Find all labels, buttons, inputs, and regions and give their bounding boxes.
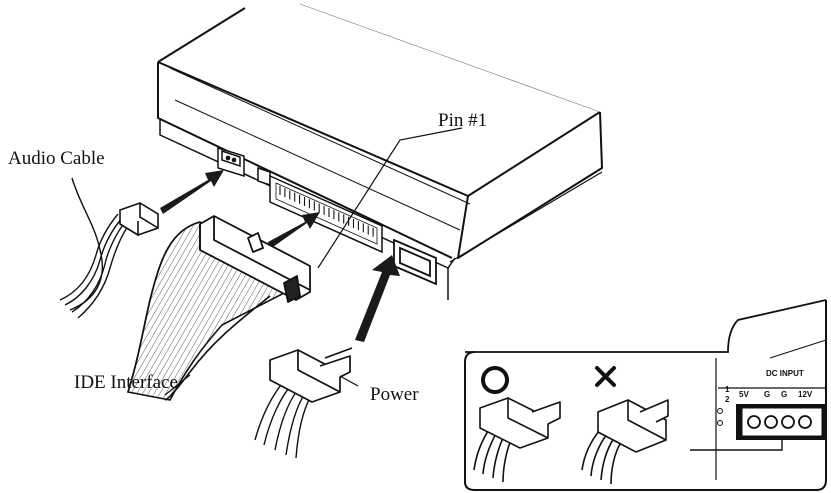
audio-cable-label: Audio Cable <box>8 148 105 169</box>
ide-interface-label: IDE Interface <box>74 372 178 393</box>
audio-port <box>217 146 271 187</box>
pin1-label: Pin #1 <box>438 110 488 131</box>
correct-mark-icon <box>481 366 509 394</box>
dc-input-socket <box>736 404 826 440</box>
power-leader <box>339 375 359 387</box>
power-plug <box>269 347 353 403</box>
inset-wrong-plug <box>581 399 669 485</box>
inset-box <box>464 299 827 491</box>
power-label: Power <box>370 384 419 405</box>
insert-arrows <box>160 170 400 342</box>
pin-label-12v: 12V <box>798 390 813 399</box>
side-mark-2: 2 <box>725 395 730 404</box>
wrong-mark-icon <box>595 366 616 387</box>
ide-leader <box>164 374 191 396</box>
pin1-leader <box>317 127 463 269</box>
side-mark-1: 1 <box>725 385 730 394</box>
side-dots <box>717 408 723 426</box>
audio-cable <box>59 177 129 319</box>
leader-lines <box>164 127 463 396</box>
power-socket <box>393 238 437 286</box>
audio-plug <box>119 202 159 237</box>
ide-header <box>269 174 383 254</box>
inset-correct-plug <box>473 397 561 483</box>
pin-label-5v: 5V <box>739 390 749 399</box>
ide-plug <box>199 215 311 303</box>
pin-label-g2: G <box>781 390 787 399</box>
dc-input-label: DC INPUT <box>766 369 804 378</box>
pin-label-g1: G <box>764 390 770 399</box>
